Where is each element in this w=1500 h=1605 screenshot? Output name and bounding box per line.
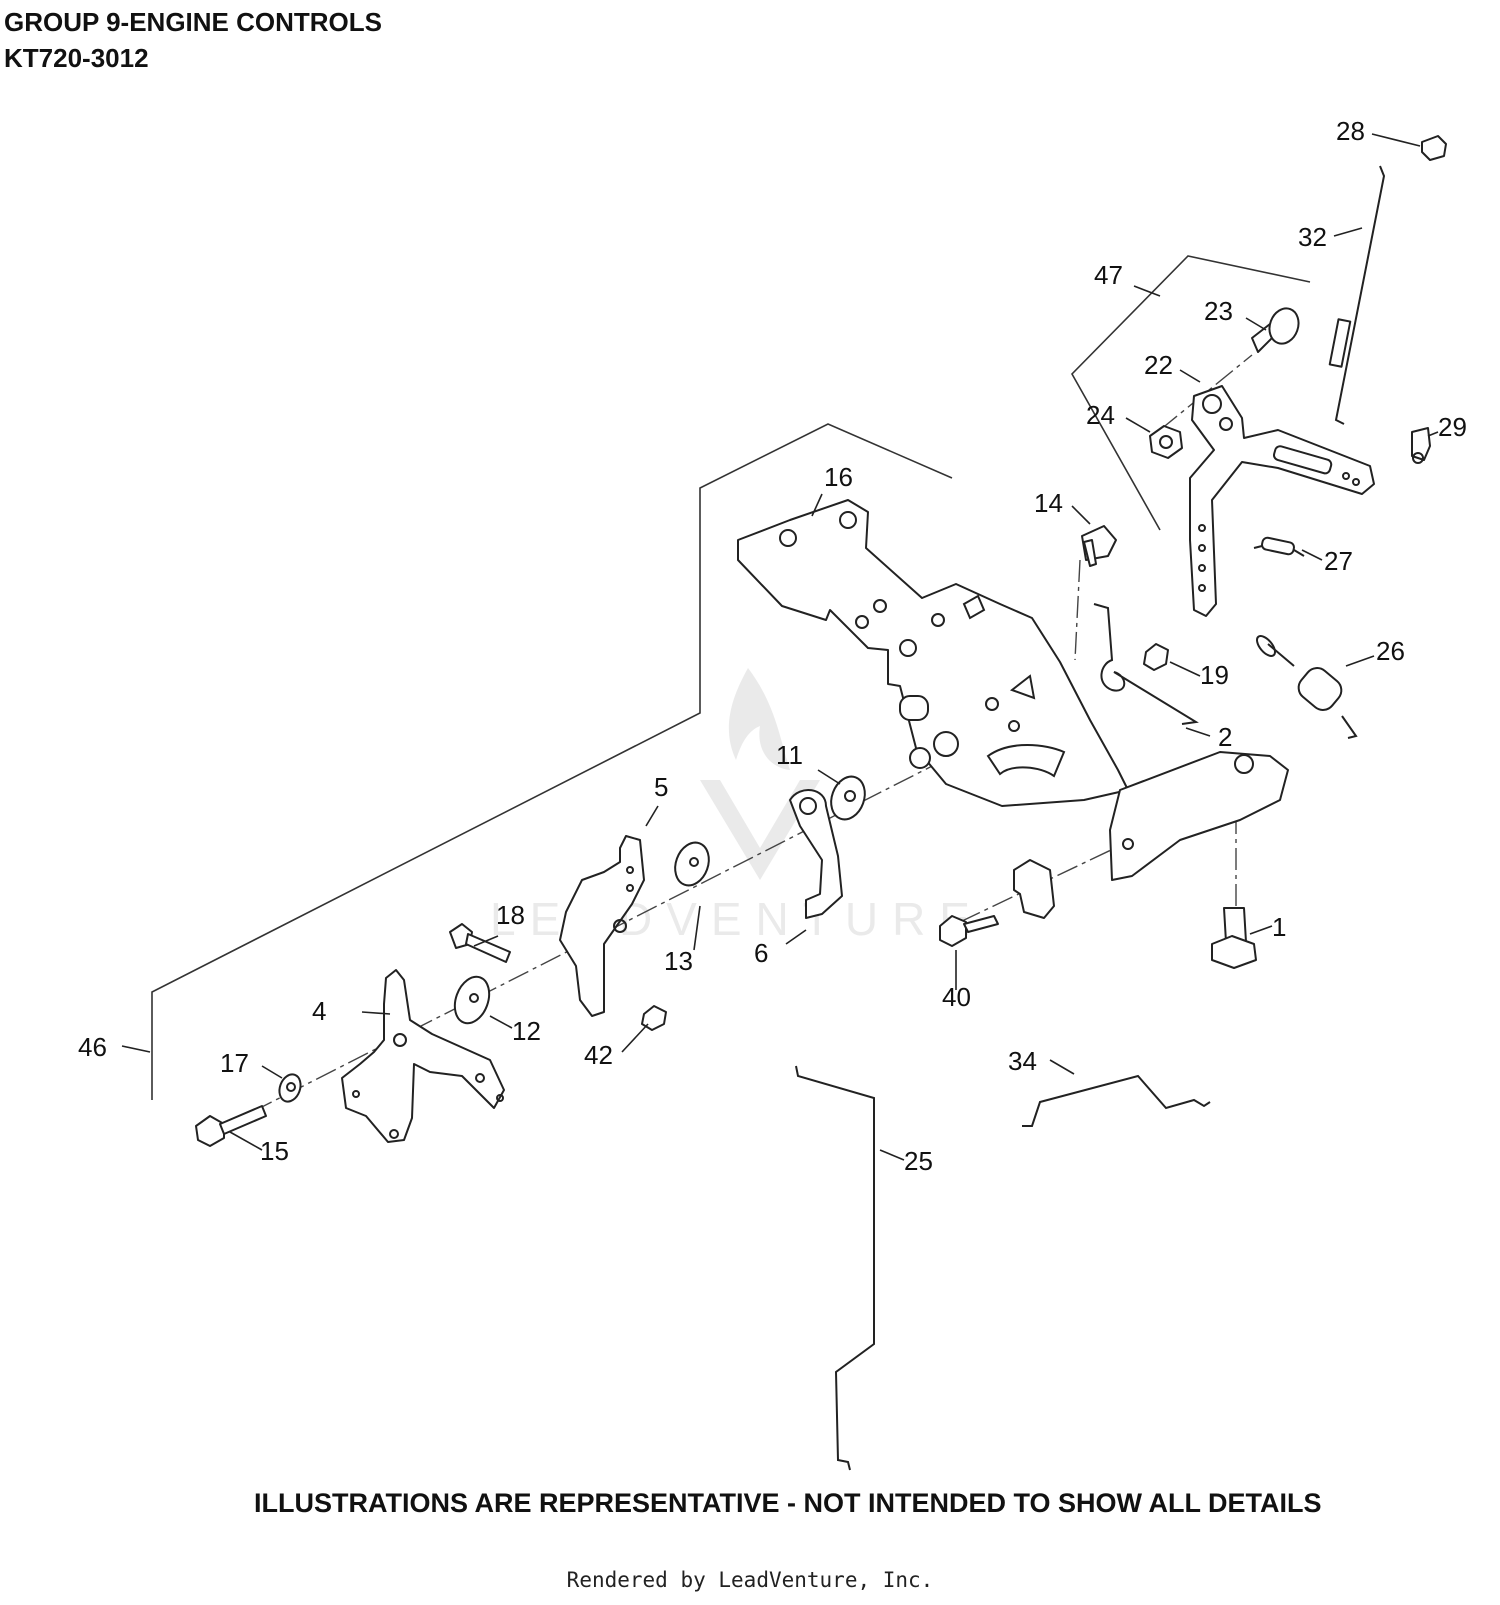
washer-12 [453, 975, 491, 1025]
callout-2: 2 [1218, 722, 1232, 752]
governor-spring-wire [1093, 603, 1199, 725]
callout-14: 14 [1034, 488, 1063, 518]
callouts: 1 2 4 5 6 11 12 13 14 15 16 17 18 19 22 … [78, 116, 1467, 1176]
spring-27 [1253, 536, 1305, 557]
callout-15: 15 [260, 1136, 289, 1166]
callout-32: 32 [1298, 222, 1327, 252]
lever-bracket-4 [341, 969, 505, 1143]
assembly-46-boundary [151, 423, 953, 1100]
model-number: KT720-3012 [4, 43, 149, 73]
control-bracket [737, 499, 1289, 881]
footer-credit: Rendered by LeadVenture, Inc. [566, 1568, 934, 1592]
callout-24: 24 [1086, 400, 1115, 430]
nut-40 [939, 915, 999, 947]
bolt-15 [195, 1105, 267, 1147]
callout-29: 29 [1438, 412, 1467, 442]
lever-axis [1159, 354, 1253, 431]
throttle-lever [1189, 385, 1375, 617]
stud-axis [1074, 559, 1081, 661]
callout-5: 5 [654, 772, 668, 802]
callout-27: 27 [1324, 546, 1353, 576]
callout-16: 16 [824, 462, 853, 492]
washer-17 [278, 1073, 302, 1103]
washer-13 [674, 841, 710, 887]
swivel-29 [1411, 427, 1431, 461]
callout-28: 28 [1336, 116, 1365, 146]
bracket-axis [959, 839, 1133, 923]
rod-34 [1022, 1074, 1211, 1127]
disclaimer-text: ILLUSTRATIONS ARE REPRESENTATIVE - NOT I… [254, 1488, 1322, 1518]
callout-22: 22 [1144, 350, 1173, 380]
callout-47: 47 [1094, 260, 1123, 290]
lever-6 [789, 789, 843, 919]
clip-28 [1421, 135, 1447, 161]
assembly-47-boundary [1071, 255, 1311, 531]
callout-19: 19 [1200, 660, 1229, 690]
pin-23 [1251, 307, 1300, 353]
washer-11 [830, 775, 866, 821]
bolt-14 [1081, 525, 1117, 567]
bolt-18 [449, 923, 511, 963]
callout-23: 23 [1204, 296, 1233, 326]
callout-46: 46 [78, 1032, 107, 1062]
callout-26: 26 [1376, 636, 1405, 666]
spring-26 [1256, 635, 1358, 739]
callout-34: 34 [1008, 1046, 1037, 1076]
callout-17: 17 [220, 1048, 249, 1078]
rod-25 [795, 1065, 875, 1471]
bolt-1 [1211, 907, 1257, 969]
lever-bracket-5 [559, 835, 645, 1017]
nut-19 [1143, 643, 1169, 671]
callout-25: 25 [904, 1146, 933, 1176]
callout-18: 18 [496, 900, 525, 930]
callout-4: 4 [312, 996, 326, 1026]
callout-40: 40 [942, 982, 971, 1012]
nut-24 [1149, 425, 1183, 459]
rod-32 [1328, 165, 1386, 425]
callout-12: 12 [512, 1016, 541, 1046]
callout-42: 42 [584, 1040, 613, 1070]
callout-6: 6 [754, 938, 768, 968]
callout-13: 13 [664, 946, 693, 976]
diagram-title: GROUP 9-ENGINE CONTROLS [4, 7, 383, 37]
callout-11: 11 [776, 740, 803, 770]
leader-lines [121, 133, 1439, 1161]
retainer-bracket [1013, 859, 1055, 919]
callout-1: 1 [1272, 912, 1286, 942]
